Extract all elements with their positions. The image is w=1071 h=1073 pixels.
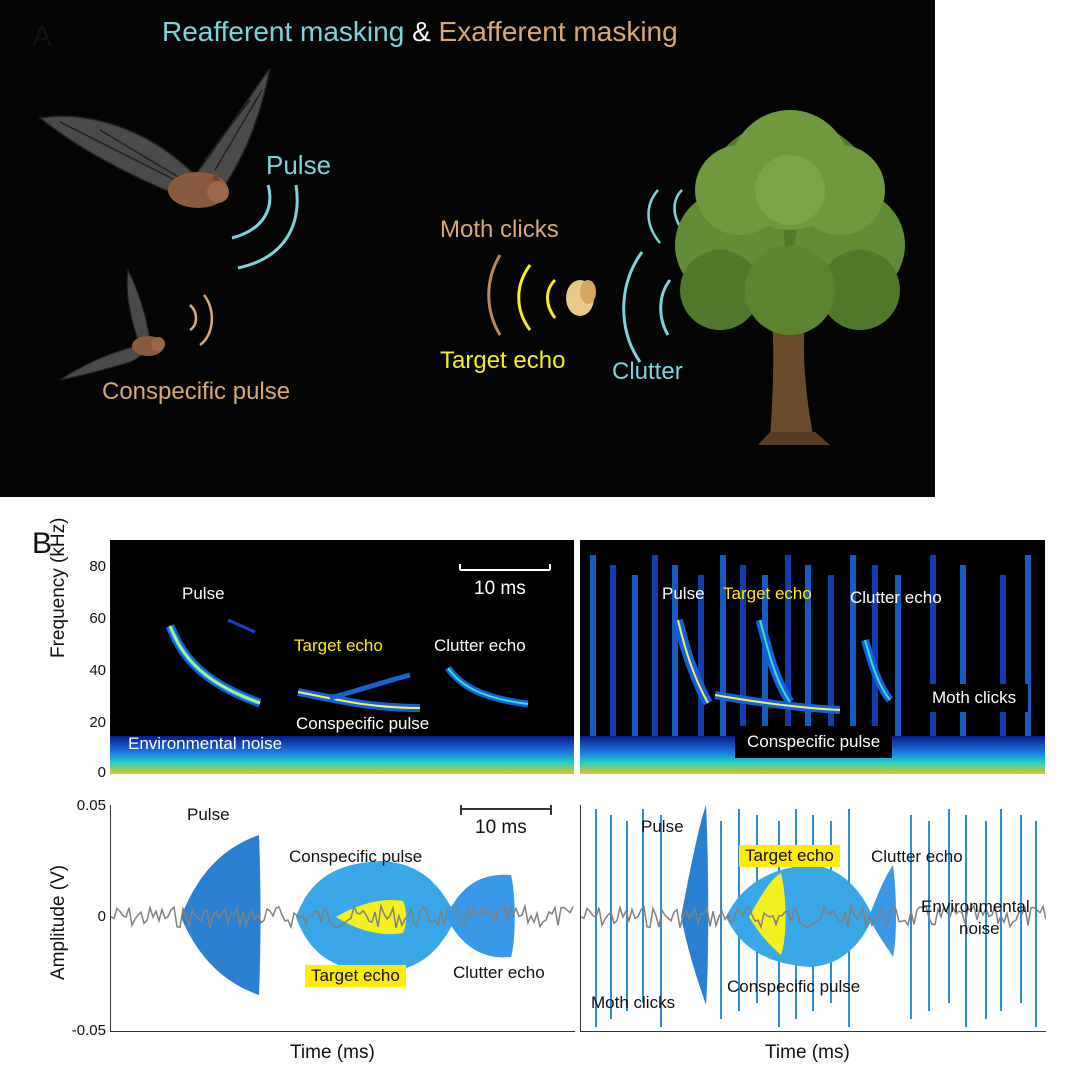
label-clutter: Clutter [612, 358, 683, 385]
small-bat-icon [59, 268, 165, 381]
moth-click-band [850, 555, 856, 745]
moth-icon [566, 280, 596, 316]
ytick-40: 40 [89, 662, 106, 679]
moth-click-band [652, 555, 658, 745]
moth-click-band [1025, 555, 1031, 745]
spec-left-noise-label: Environmental noise [128, 734, 283, 753]
waveform-right: Pulse Target echo Clutter echo Environme… [580, 805, 1046, 1032]
large-bat-icon [38, 67, 271, 208]
moth-click-band [930, 555, 936, 745]
spec-left-target-label: Target echo [294, 636, 383, 655]
spec-left-clutter-label: Clutter echo [434, 636, 526, 655]
wave-left-target-label: Target echo [305, 965, 406, 987]
moth-click-band [960, 565, 966, 745]
moth-click-band [740, 565, 746, 745]
moth-click-band [762, 575, 768, 745]
spec-right-pulse-label: Pulse [662, 584, 705, 603]
panel-a-illustration: Reafferent masking & Exafferent masking [0, 0, 935, 497]
moth-click-band [610, 565, 616, 745]
ytick-80: 80 [89, 558, 106, 575]
moth-click-band [720, 555, 726, 745]
waveform-left: Pulse Conspecific pulse Target echo Clut… [110, 805, 575, 1032]
spec-right-conspecific-label: Conspecific pulse [735, 726, 893, 758]
spectrogram-ylabel: Frequency (kHz) [48, 517, 69, 658]
wave-right-clutter-label: Clutter echo [871, 847, 963, 866]
moth-click-bands [580, 555, 1045, 774]
label-conspecific-pulse: Conspecific pulse [102, 378, 291, 405]
label-moth-clicks: Moth clicks [440, 216, 559, 243]
spec-left-pulse-label: Pulse [182, 584, 225, 603]
label-target-echo: Target echo [440, 347, 566, 374]
amp-tick-0.05: 0.05 [76, 797, 106, 814]
ytick-20: 20 [89, 714, 106, 731]
amp-tick-0: 0 [97, 908, 106, 925]
wave-right-noise-label: noise [959, 919, 1000, 938]
spec-right-clutter-label: Clutter echo [850, 588, 942, 607]
wave-left-clutter-label: Clutter echo [453, 963, 545, 982]
label-pulse: Pulse [266, 150, 332, 180]
moth-click-band [805, 565, 811, 745]
spec-right-target-label: Target echo [723, 584, 812, 603]
amp-tick-neg0.05: -0.05 [71, 1022, 106, 1039]
tree-icon [675, 110, 905, 445]
moth-click-band [698, 575, 704, 745]
wave-right-environmental-label: Environmental [921, 897, 1030, 916]
title-exafferent: Exafferent masking [438, 16, 678, 47]
panel-b-letter: B [32, 527, 53, 560]
moth-click-band [1000, 575, 1006, 745]
moth-click-band [632, 575, 638, 745]
wave-right-moth-label: Moth clicks [591, 993, 676, 1012]
spec-left-conspecific-label: Conspecific pulse [296, 714, 430, 733]
scene-drawing [38, 67, 905, 445]
wave-right-conspecific-label: Conspecific pulse [727, 977, 861, 996]
spectrogram-right: Pulse Target echo Clutter echo Moth clic… [580, 540, 1045, 774]
wave-right-target-label: Target echo [739, 845, 840, 867]
moth-click-band [872, 565, 878, 745]
spectrogram-left: Pulse Target echo Clutter echo Conspecif… [110, 540, 574, 774]
wave-left-conspecific-label: Conspecific pulse [289, 847, 423, 866]
wave-right-pulse-label: Pulse [641, 817, 684, 836]
moth-click-band [785, 555, 791, 745]
wave-scale-bar-label: 10 ms [475, 817, 527, 838]
moth-click-band [895, 575, 901, 745]
spec-right-moth-label: Moth clicks [920, 684, 1029, 712]
panel-a-letter: A [32, 20, 53, 53]
waveform-left-xlabel: Time (ms) [290, 1042, 375, 1063]
wave-left-pulse-label: Pulse [187, 805, 230, 824]
waveform-right-xlabel: Time (ms) [765, 1042, 850, 1063]
spec-scale-bar-label: 10 ms [474, 578, 526, 599]
ytick-60: 60 [89, 610, 106, 627]
moth-click-band [590, 555, 596, 745]
moth-click-band [672, 565, 678, 745]
panel-a-title: Reafferent masking & Exafferent masking [162, 16, 678, 48]
ytick-0: 0 [97, 764, 106, 781]
moth-click-band [828, 575, 834, 745]
click-spikes [581, 805, 1046, 1027]
title-reafferent: Reafferent masking [162, 16, 405, 47]
title-ampersand: & [412, 16, 431, 47]
